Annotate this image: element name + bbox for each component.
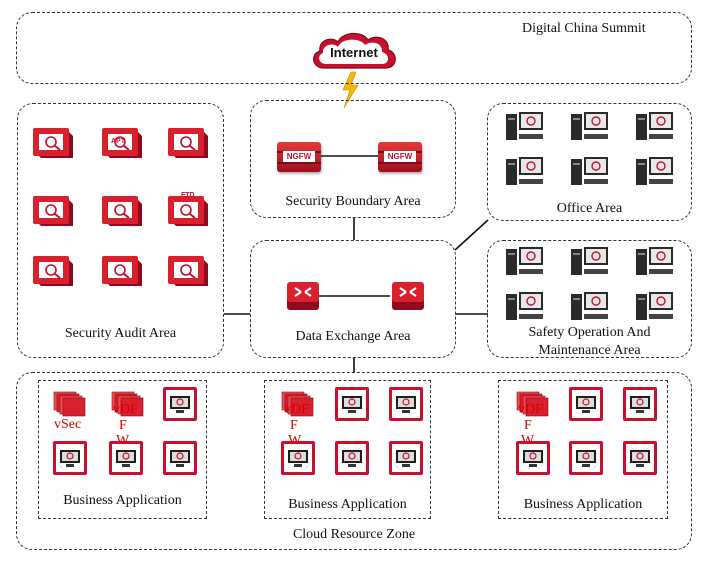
safety-ops-label-line1: Safety Operation And <box>528 325 651 340</box>
ftd-audit-icon <box>168 196 208 226</box>
virtual-machine-icon <box>569 441 603 475</box>
virtual-machine-icon <box>623 441 657 475</box>
browser-audit-icon <box>102 196 142 226</box>
magnifier-audit-icon <box>168 128 208 158</box>
virtual-appliance-stack-icon <box>516 391 549 417</box>
switch-icon <box>287 282 319 310</box>
virtual-appliance-stack-icon <box>111 391 144 417</box>
internet-cloud-icon <box>313 32 396 69</box>
office-label: Office Area <box>556 201 623 216</box>
virtual-appliance-stack-icon <box>281 391 314 417</box>
data-exchange-label: Data Exchange Area <box>295 329 411 344</box>
workstation-icon <box>506 157 543 185</box>
ngfw-label: NGFW <box>283 151 315 162</box>
virtual-machine-icon <box>389 441 423 475</box>
switch-icon <box>392 282 424 310</box>
vdf-label: W <box>521 433 535 448</box>
apt-audit-icon <box>102 128 142 158</box>
vdf-label: F <box>119 418 127 433</box>
business-application-cluster-3 <box>498 380 668 519</box>
vdf-label: vDF <box>284 402 309 417</box>
virtual-machine-icon <box>163 441 197 475</box>
workstation-icon <box>571 247 608 275</box>
business-application-cluster-1 <box>38 380 207 519</box>
apt-badge: APT <box>111 138 125 145</box>
workstation-icon <box>636 157 673 185</box>
binary-audit-icon <box>102 256 142 286</box>
vdf-label: F <box>290 418 298 433</box>
virtual-machine-icon <box>335 387 369 421</box>
internet-label: Internet <box>330 45 378 60</box>
virtual-machine-icon <box>163 387 197 421</box>
workstation-icon <box>636 292 673 320</box>
virtual-machine-icon <box>53 441 87 475</box>
virtual-appliance-stack-icon <box>53 391 86 417</box>
key-audit-icon <box>168 256 208 286</box>
vdf-label: F <box>524 418 532 433</box>
office-area <box>487 103 692 221</box>
virtual-machine-icon <box>623 387 657 421</box>
virtual-machine-icon <box>569 387 603 421</box>
summit-title: Digital China Summit <box>522 21 646 36</box>
business-application-label: Business Application <box>523 497 643 512</box>
business-application-label: Business Application <box>63 493 182 508</box>
ngfw-device-left: NGFW <box>277 142 321 172</box>
security-audit-area <box>17 103 224 358</box>
document-audit-icon <box>33 256 73 286</box>
shield-audit-icon <box>33 196 73 226</box>
vdf-label: vDF <box>113 402 138 417</box>
workstation-icon <box>571 112 608 140</box>
summit-zone <box>16 12 692 84</box>
security-audit-label: Security Audit Area <box>64 326 177 341</box>
workstation-icon <box>571 157 608 185</box>
safety-ops-area <box>487 240 692 358</box>
business-application-label: Business Application <box>288 497 407 512</box>
workstation-icon <box>506 247 543 275</box>
business-application-cluster-2 <box>264 380 431 519</box>
security-boundary-label: Security Boundary Area <box>285 194 421 209</box>
virtual-machine-icon <box>516 441 550 475</box>
vsec-label: vSec <box>54 417 82 432</box>
cloud-resource-zone <box>16 372 692 550</box>
workstation-icon <box>506 292 543 320</box>
monitor-audit-icon <box>33 128 73 158</box>
security-boundary-area <box>250 100 456 218</box>
cloud-resource-label: Cloud Resource Zone <box>292 527 416 542</box>
data-exchange-area <box>250 240 456 358</box>
ftd-badge: FTD <box>181 192 195 199</box>
workstation-icon <box>506 112 543 140</box>
vdf-label: W <box>116 433 130 448</box>
vdf-label: W <box>288 433 302 448</box>
virtual-machine-icon <box>335 441 369 475</box>
virtual-machine-icon <box>389 387 423 421</box>
safety-ops-label-line2: Maintenance Area <box>538 343 641 358</box>
workstation-icon <box>636 112 673 140</box>
virtual-machine-icon <box>109 441 143 475</box>
ngfw-device-right: NGFW <box>378 142 422 172</box>
vdf-label: vDF <box>518 402 543 417</box>
workstation-icon <box>571 292 608 320</box>
workstation-icon <box>636 247 673 275</box>
virtual-machine-icon <box>281 441 315 475</box>
ngfw-label: NGFW <box>384 151 416 162</box>
